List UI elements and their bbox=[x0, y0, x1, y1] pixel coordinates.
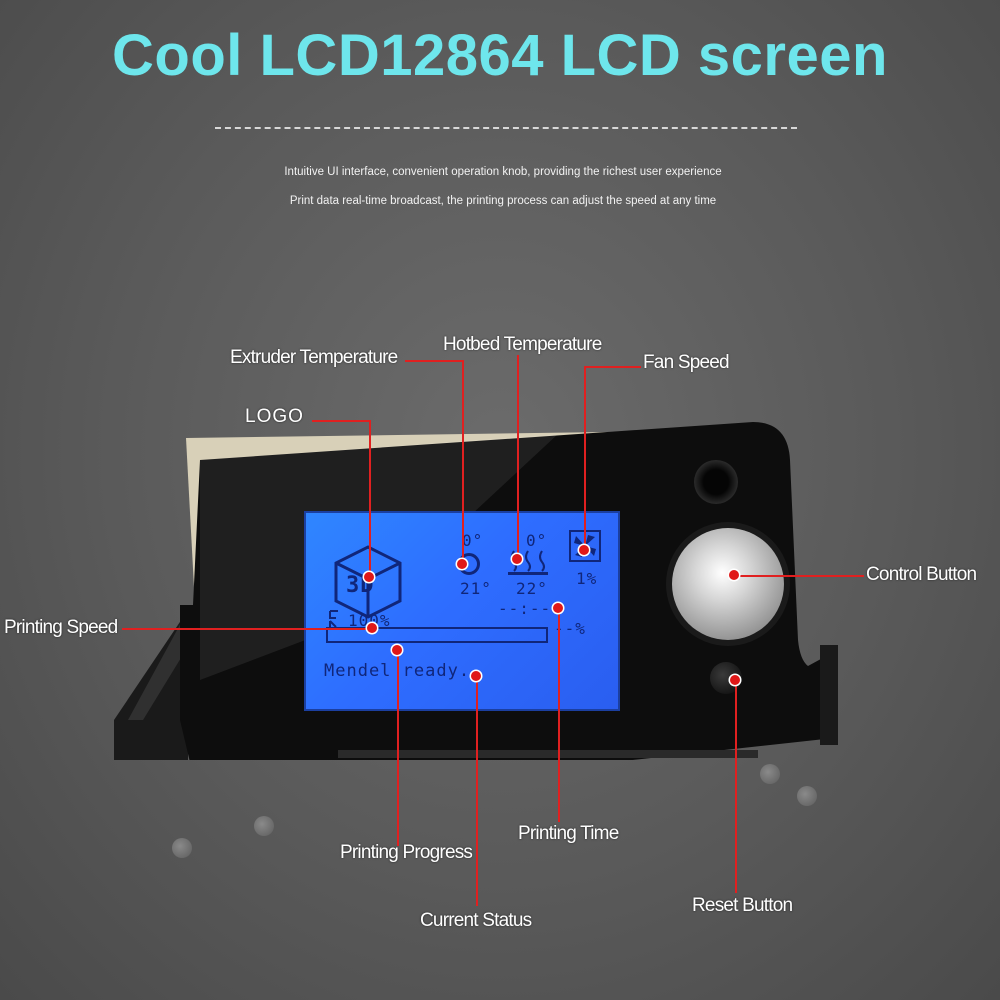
extruder-target-temp: 0° bbox=[462, 531, 484, 550]
buzzer-icon bbox=[694, 460, 738, 504]
fan-speed-value: 1% bbox=[576, 569, 598, 588]
callout-line bbox=[584, 366, 586, 551]
callout-dot bbox=[457, 559, 467, 569]
label-control-button: Control Button bbox=[866, 564, 977, 585]
callout-dot bbox=[364, 572, 374, 582]
callout-line bbox=[122, 628, 372, 630]
label-logo: LOGO bbox=[245, 406, 304, 427]
callout-line bbox=[312, 420, 370, 422]
progress-bar bbox=[326, 627, 548, 643]
label-printing-speed: Printing Speed bbox=[4, 617, 118, 638]
callout-line bbox=[585, 366, 641, 368]
label-reset-button: Reset Button bbox=[692, 895, 793, 916]
status-message: Mendel ready. bbox=[324, 661, 471, 681]
printing-time-value: --:-- bbox=[498, 599, 552, 618]
screw-icon bbox=[760, 764, 780, 784]
callout-line bbox=[462, 360, 464, 567]
callout-line bbox=[517, 355, 519, 559]
callout-dot bbox=[392, 645, 402, 655]
label-printing-progress: Printing Progress bbox=[340, 842, 473, 863]
callout-line bbox=[558, 608, 560, 822]
bed-current-temp: 22° bbox=[516, 579, 548, 598]
label-current-status: Current Status bbox=[420, 910, 532, 931]
extruder-current-temp: 21° bbox=[460, 579, 492, 598]
callout-line bbox=[476, 676, 478, 906]
callout-dot bbox=[729, 570, 739, 580]
label-extruder-temperature: Extruder Temperature bbox=[230, 347, 398, 368]
printing-speed-value: 100% bbox=[348, 611, 391, 630]
dashed-divider bbox=[215, 127, 797, 129]
callout-dot bbox=[730, 675, 740, 685]
callout-line bbox=[397, 650, 399, 846]
callout-dot bbox=[579, 545, 589, 555]
speed-icon bbox=[329, 610, 338, 628]
callout-dot bbox=[512, 554, 522, 564]
label-hotbed-temperature: Hotbed Temperature bbox=[443, 334, 602, 355]
label-fan-speed: Fan Speed bbox=[643, 352, 730, 373]
screw-icon bbox=[172, 838, 192, 858]
callout-dot bbox=[553, 603, 563, 613]
screw-icon bbox=[797, 786, 817, 806]
callout-line bbox=[736, 575, 864, 577]
callout-dot bbox=[367, 623, 377, 633]
screw-icon bbox=[254, 816, 274, 836]
page-title: Cool LCD12864 LCD screen bbox=[112, 23, 888, 88]
label-printing-time: Printing Time bbox=[518, 823, 619, 844]
callout-line bbox=[405, 360, 463, 362]
printing-progress-percent: --% bbox=[554, 619, 586, 638]
control-knob[interactable] bbox=[672, 528, 784, 640]
callout-dot bbox=[471, 671, 481, 681]
bed-target-temp: 0° bbox=[526, 531, 548, 550]
subtitle-line-1: Intuitive UI interface, convenient opera… bbox=[284, 166, 722, 178]
callout-line bbox=[369, 420, 371, 577]
subtitle-line-2: Print data real-time broadcast, the prin… bbox=[289, 195, 717, 207]
callout-line bbox=[735, 680, 737, 893]
